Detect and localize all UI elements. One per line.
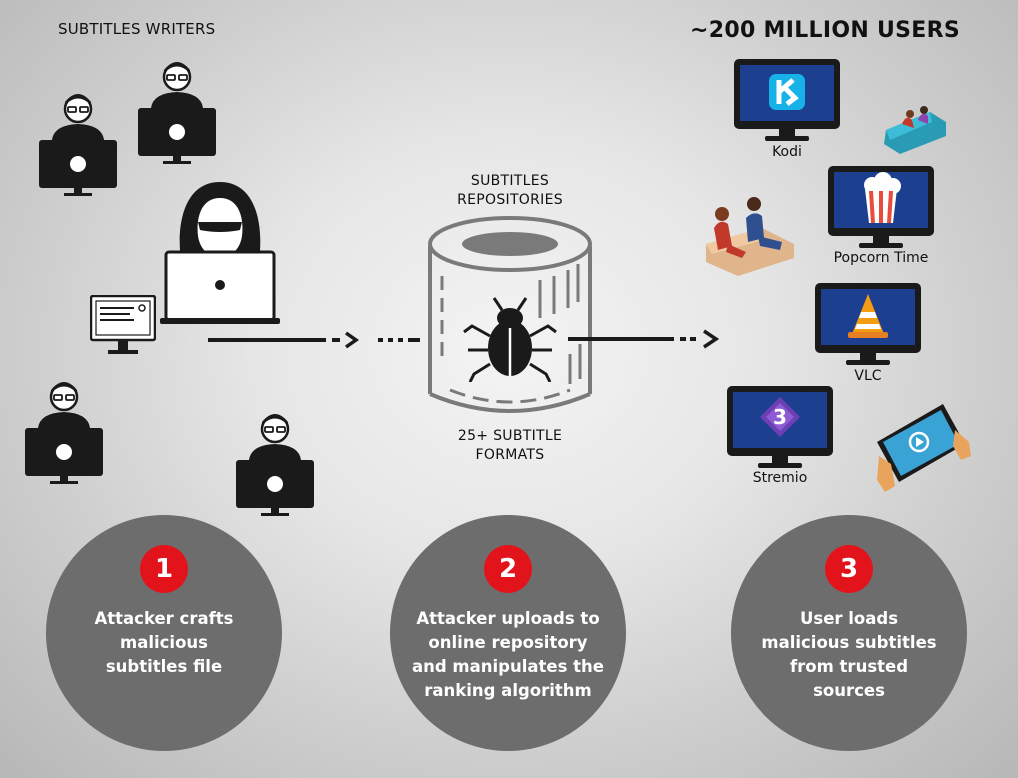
step-description-line: ranking algorithm (424, 681, 592, 700)
step-3-number-badge: 3 (825, 545, 873, 593)
step-description-line: online repository (428, 633, 588, 652)
repositories-label-line: REPOSITORIES (457, 192, 563, 208)
step-description-line: malicious subtitles (761, 633, 937, 652)
step-description-line: Attacker uploads to (416, 609, 600, 628)
step-1-circle: 1 Attacker crafts malicious subtitles fi… (46, 515, 282, 751)
upload-arrow (208, 330, 420, 350)
step-3-description: User loads malicious subtitles from trus… (741, 607, 957, 703)
kodi-label: Kodi (772, 144, 802, 160)
desktop-document-icon (90, 295, 156, 357)
popcorn-time-label: Popcorn Time (833, 250, 929, 266)
step-2-circle: 2 Attacker uploads to online repository … (390, 515, 626, 751)
stremio-label: Stremio (752, 470, 808, 486)
subtitles-repository-database-icon (420, 214, 600, 419)
couple-on-sofa-illustration-icon (702, 188, 802, 278)
step-1-number-badge: 1 (140, 545, 188, 593)
vlc-monitor (814, 282, 922, 368)
formats-label-line: 25+ SUBTITLE (457, 428, 563, 444)
writer-at-computer-icon (235, 412, 315, 517)
step-description-line: subtitles file (105, 657, 223, 676)
stremio-monitor: 3 (726, 385, 834, 471)
bug-malware-icon (462, 296, 558, 382)
step-2-description: Attacker uploads to online repository an… (400, 607, 616, 703)
step-2-number-badge: 2 (484, 545, 532, 593)
step-description-line: and manipulates the (412, 657, 604, 676)
couch-illustration-icon (880, 100, 950, 155)
kodi-monitor (733, 58, 841, 144)
step-1-description: Attacker crafts malicious subtitles file (56, 607, 272, 679)
popcorn-time-monitor (827, 165, 935, 251)
writer-at-computer-icon (38, 92, 118, 197)
step-3-circle: 3 User loads malicious subtitles from tr… (731, 515, 967, 751)
writer-at-computer-icon (137, 60, 217, 165)
formats-label-line: FORMATS (475, 447, 545, 463)
step-description-line: malicious (120, 633, 208, 652)
step-description-line: from trusted (789, 657, 909, 676)
hooded-attacker-icon (160, 180, 280, 325)
stremio-logo-glyph: 3 (773, 405, 787, 429)
repositories-label-line: SUBTITLES (470, 173, 550, 189)
users-count-heading: ~200 MILLION USERS (690, 18, 961, 43)
download-arrow (568, 328, 724, 350)
tablet-in-hands-illustration-icon (873, 402, 973, 494)
step-description-line: User loads (799, 609, 899, 628)
vlc-label: VLC (854, 368, 882, 384)
subtitles-writers-label: SUBTITLES WRITERS (58, 20, 216, 38)
step-description-line: sources (813, 681, 885, 700)
repositories-label: SUBTITLES REPOSITORIES (430, 172, 590, 210)
step-description-line: Attacker crafts (94, 609, 234, 628)
writer-at-computer-icon (24, 380, 104, 485)
formats-label: 25+ SUBTITLE FORMATS (430, 427, 590, 465)
